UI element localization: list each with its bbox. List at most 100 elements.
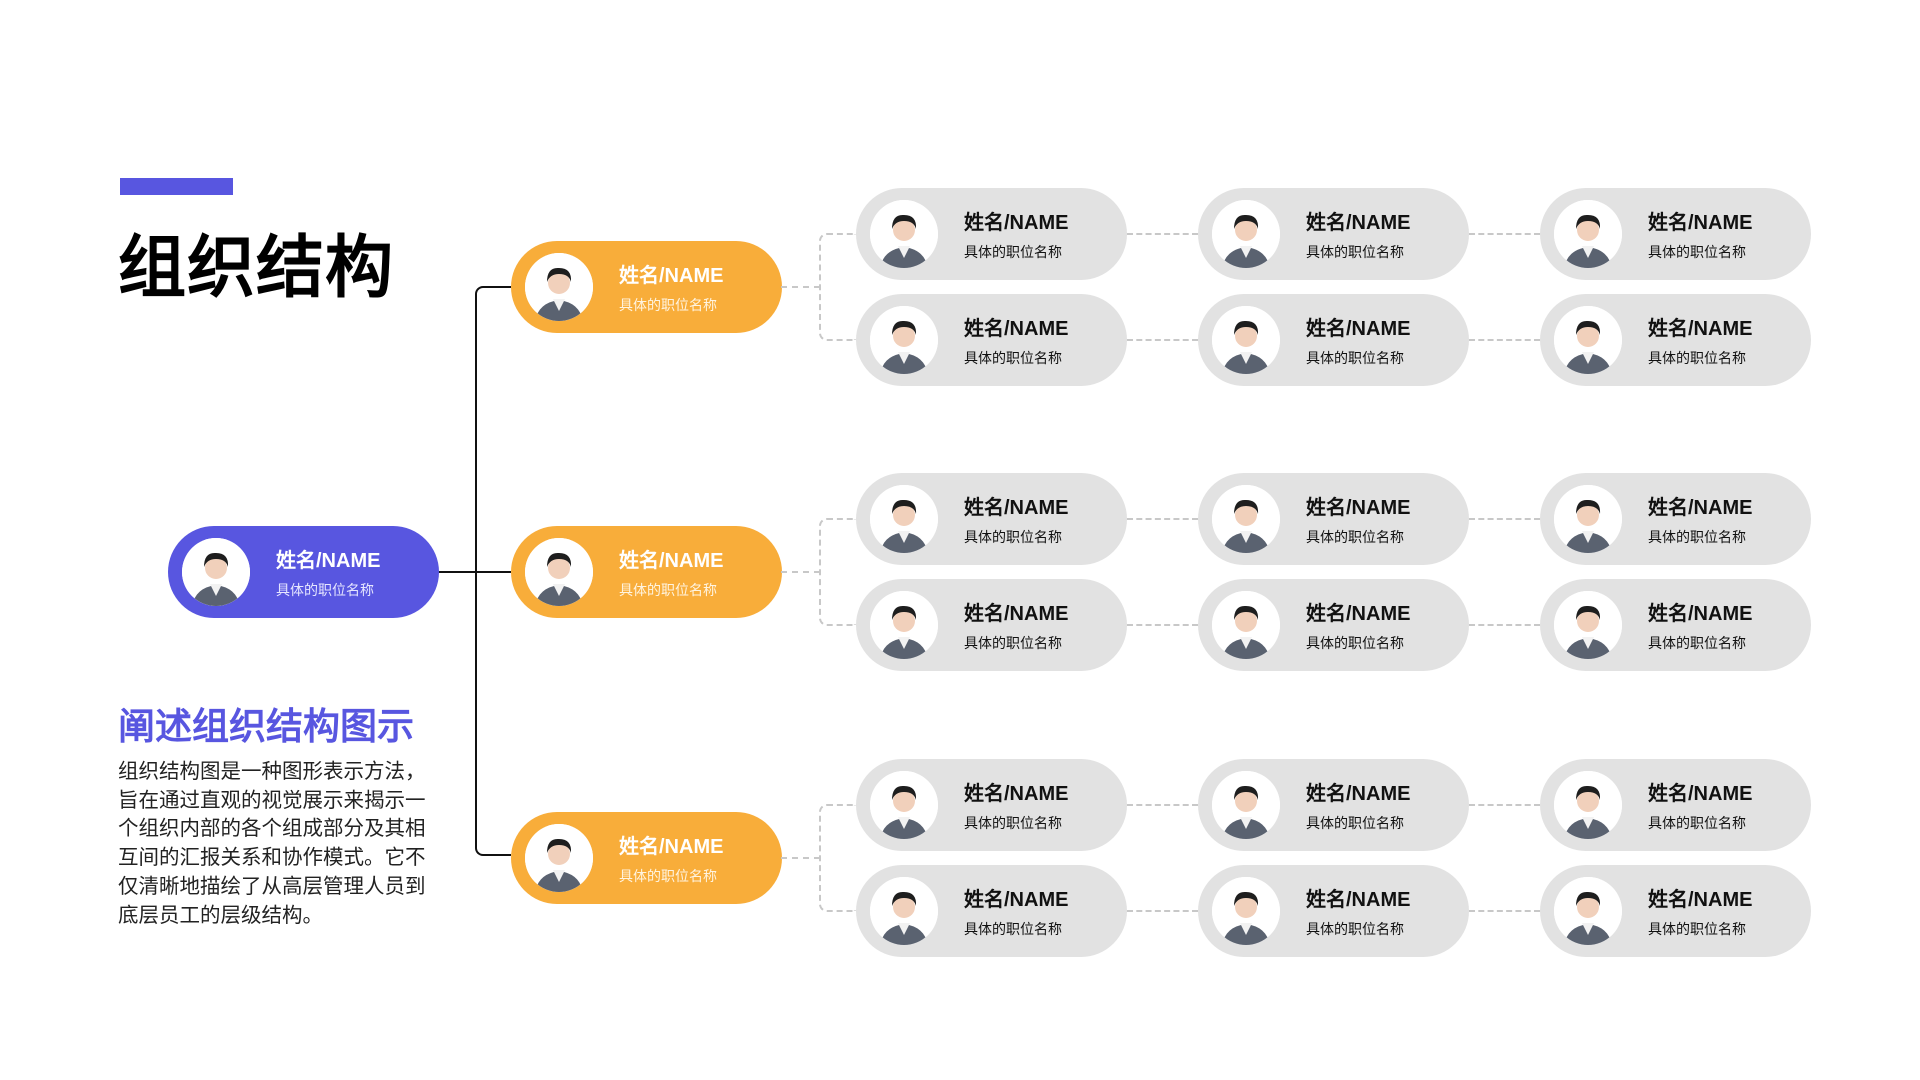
dashed-bracket bbox=[819, 804, 856, 912]
avatar bbox=[1212, 591, 1280, 659]
dashed-connector bbox=[1127, 624, 1198, 626]
member-node[interactable]: 姓名/NAME 具体的职位名称 bbox=[856, 579, 1127, 671]
avatar bbox=[1554, 200, 1622, 268]
description-body: 组织结构图是一种图形表示方法，旨在通过直观的视觉展示来揭示一个组织内部的各个组成… bbox=[118, 760, 426, 927]
person-title: 具体的职位名称 bbox=[964, 350, 1062, 366]
person-title: 具体的职位名称 bbox=[1648, 815, 1746, 831]
person-title: 具体的职位名称 bbox=[964, 815, 1062, 831]
department-head-node[interactable]: 姓名/NAME 具体的职位名称 bbox=[511, 241, 782, 333]
person-name: 姓名/NAME bbox=[964, 603, 1069, 625]
person-title: 具体的职位名称 bbox=[619, 582, 717, 598]
department-head-node[interactable]: 姓名/NAME 具体的职位名称 bbox=[511, 812, 782, 904]
department-head-node[interactable]: 姓名/NAME 具体的职位名称 bbox=[511, 526, 782, 618]
member-node[interactable]: 姓名/NAME 具体的职位名称 bbox=[856, 294, 1127, 386]
person-name: 姓名/NAME bbox=[1648, 889, 1753, 911]
person-title: 具体的职位名称 bbox=[1306, 635, 1404, 651]
member-node[interactable]: 姓名/NAME 具体的职位名称 bbox=[1540, 294, 1811, 386]
member-node[interactable]: 姓名/NAME 具体的职位名称 bbox=[1540, 473, 1811, 565]
person-name: 姓名/NAME bbox=[1648, 497, 1753, 519]
person-title: 具体的职位名称 bbox=[619, 868, 717, 884]
person-title: 具体的职位名称 bbox=[1306, 244, 1404, 260]
avatar bbox=[1554, 306, 1622, 374]
person-title: 具体的职位名称 bbox=[1648, 244, 1746, 260]
person-name: 姓名/NAME bbox=[619, 550, 724, 572]
person-title: 具体的职位名称 bbox=[1648, 921, 1746, 937]
person-name: 姓名/NAME bbox=[1306, 318, 1411, 340]
person-title: 具体的职位名称 bbox=[619, 297, 717, 313]
member-node[interactable]: 姓名/NAME 具体的职位名称 bbox=[1540, 188, 1811, 280]
person-name: 姓名/NAME bbox=[1306, 603, 1411, 625]
avatar bbox=[1554, 877, 1622, 945]
avatar bbox=[1212, 485, 1280, 553]
avatar bbox=[1212, 306, 1280, 374]
trunk-connector bbox=[475, 286, 511, 856]
member-node[interactable]: 姓名/NAME 具体的职位名称 bbox=[856, 473, 1127, 565]
dashed-connector bbox=[1469, 339, 1540, 341]
dashed-connector bbox=[1127, 339, 1198, 341]
person-name: 姓名/NAME bbox=[1306, 889, 1411, 911]
person-name: 姓名/NAME bbox=[1306, 783, 1411, 805]
person-name: 姓名/NAME bbox=[964, 212, 1069, 234]
dashed-connector bbox=[1127, 233, 1198, 235]
person-name: 姓名/NAME bbox=[964, 318, 1069, 340]
person-title: 具体的职位名称 bbox=[1306, 529, 1404, 545]
dashed-connector bbox=[1469, 910, 1540, 912]
person-title: 具体的职位名称 bbox=[276, 582, 374, 598]
person-name: 姓名/NAME bbox=[276, 550, 381, 572]
member-node[interactable]: 姓名/NAME 具体的职位名称 bbox=[856, 865, 1127, 957]
avatar bbox=[525, 538, 593, 606]
person-title: 具体的职位名称 bbox=[1648, 529, 1746, 545]
member-node[interactable]: 姓名/NAME 具体的职位名称 bbox=[1198, 294, 1469, 386]
person-name: 姓名/NAME bbox=[619, 836, 724, 858]
avatar bbox=[1554, 591, 1622, 659]
avatar bbox=[870, 591, 938, 659]
dashed-connector bbox=[1127, 518, 1198, 520]
avatar bbox=[1212, 877, 1280, 945]
dashed-connector bbox=[1469, 233, 1540, 235]
avatar bbox=[1554, 771, 1622, 839]
person-name: 姓名/NAME bbox=[964, 497, 1069, 519]
dashed-connector bbox=[1469, 804, 1540, 806]
person-title: 具体的职位名称 bbox=[1648, 350, 1746, 366]
person-name: 姓名/NAME bbox=[619, 265, 724, 287]
member-node[interactable]: 姓名/NAME 具体的职位名称 bbox=[1198, 759, 1469, 851]
dashed-connector bbox=[1469, 518, 1540, 520]
person-name: 姓名/NAME bbox=[964, 889, 1069, 911]
person-name: 姓名/NAME bbox=[1648, 212, 1753, 234]
member-node[interactable]: 姓名/NAME 具体的职位名称 bbox=[1540, 759, 1811, 851]
avatar bbox=[182, 538, 250, 606]
dashed-connector bbox=[1127, 804, 1198, 806]
member-node[interactable]: 姓名/NAME 具体的职位名称 bbox=[1540, 865, 1811, 957]
person-title: 具体的职位名称 bbox=[964, 244, 1062, 260]
member-node[interactable]: 姓名/NAME 具体的职位名称 bbox=[1198, 473, 1469, 565]
avatar bbox=[1554, 485, 1622, 553]
avatar bbox=[870, 877, 938, 945]
avatar bbox=[525, 824, 593, 892]
avatar bbox=[1212, 771, 1280, 839]
person-title: 具体的职位名称 bbox=[1306, 350, 1404, 366]
person-name: 姓名/NAME bbox=[1648, 318, 1753, 340]
person-name: 姓名/NAME bbox=[1306, 497, 1411, 519]
member-node[interactable]: 姓名/NAME 具体的职位名称 bbox=[856, 188, 1127, 280]
member-node[interactable]: 姓名/NAME 具体的职位名称 bbox=[1198, 579, 1469, 671]
dashed-bracket bbox=[819, 518, 856, 626]
avatar bbox=[870, 306, 938, 374]
person-title: 具体的职位名称 bbox=[964, 921, 1062, 937]
member-node[interactable]: 姓名/NAME 具体的职位名称 bbox=[1198, 865, 1469, 957]
person-name: 姓名/NAME bbox=[1648, 783, 1753, 805]
root-connector bbox=[438, 571, 511, 573]
person-title: 具体的职位名称 bbox=[1306, 921, 1404, 937]
description-heading: 阐述组织结构图示 bbox=[118, 706, 414, 747]
accent-bar bbox=[120, 178, 233, 195]
avatar bbox=[870, 771, 938, 839]
person-title: 具体的职位名称 bbox=[1306, 815, 1404, 831]
person-title: 具体的职位名称 bbox=[964, 529, 1062, 545]
dashed-bracket bbox=[819, 233, 856, 341]
page-title: 组织结构 bbox=[118, 230, 395, 306]
person-title: 具体的职位名称 bbox=[964, 635, 1062, 651]
avatar bbox=[525, 253, 593, 321]
root-node[interactable]: 姓名/NAME 具体的职位名称 bbox=[168, 526, 439, 618]
